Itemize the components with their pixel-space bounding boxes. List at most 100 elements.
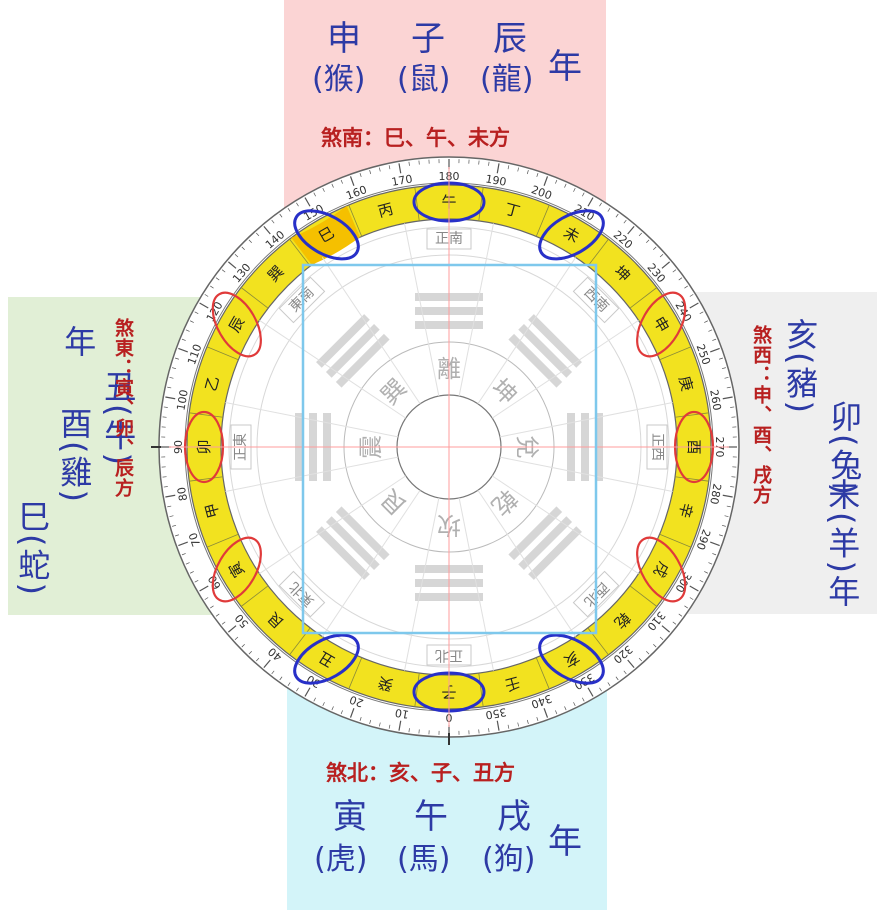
mountain-divider: [206, 346, 239, 361]
east-col-1: 巳(蛇): [13, 500, 52, 597]
degree-label: 10: [394, 706, 410, 721]
degree-tick: [672, 621, 677, 625]
degree-tick: [322, 702, 325, 707]
east-col-2-branch: 酉: [55, 407, 94, 441]
blue-mark-ellipse: [538, 633, 605, 685]
degree-tick: [564, 183, 567, 188]
south-sha-label: 煞南：巳、午、未方: [321, 126, 510, 150]
mountain-divider: [206, 533, 239, 548]
degree-tick: [712, 553, 717, 556]
degree-tick: [287, 682, 291, 686]
west-col-2-branch: 卯: [825, 400, 864, 434]
degree-tick: [174, 357, 180, 360]
degree-tick: [659, 636, 664, 640]
degree-tick: [496, 720, 500, 731]
degree-tick: [172, 367, 177, 370]
red-mark-ellipse: [211, 291, 262, 358]
east-col-1-branch: 巳: [13, 500, 52, 534]
degree-tick: [185, 562, 190, 565]
degree-tick: [178, 347, 188, 353]
north-animal-2: (馬): [397, 842, 451, 877]
degree-tick: [689, 597, 694, 600]
degree-tick: [623, 219, 627, 224]
degree-tick: [712, 338, 717, 341]
degree-tick: [378, 167, 381, 172]
degree-tick: [349, 176, 355, 186]
degree-tick: [169, 515, 174, 518]
degree-tick: [172, 524, 177, 527]
east-col-3-animal: (牛): [99, 404, 138, 467]
degree-tick: [279, 676, 283, 681]
degree-label: 20: [348, 693, 366, 710]
degree-tick: [174, 534, 180, 537]
north-branch-1: 寅: [333, 797, 367, 837]
east-col-2: 酉(雞): [55, 407, 94, 504]
degree-tick: [587, 197, 594, 207]
degree-tick: [204, 597, 209, 600]
mountain-divider: [674, 412, 709, 418]
trigram-bar: [316, 314, 370, 368]
degree-label: 280: [707, 483, 723, 506]
degree-tick: [623, 670, 627, 675]
west-year: 年: [823, 574, 862, 609]
degree-tick: [189, 320, 194, 323]
degree-tick: [724, 515, 729, 518]
radial-guide: [321, 489, 421, 637]
west-col-3-animal: (羊): [823, 512, 862, 575]
degree-tick: [215, 277, 220, 281]
degree-tick: [194, 311, 199, 314]
west-col-1-branch: 亥: [781, 318, 820, 352]
south-animal-2: (鼠): [397, 62, 451, 97]
degree-tick: [708, 329, 713, 332]
degree-label: 60: [206, 573, 224, 592]
degree-tick: [507, 724, 510, 729]
degree-tick: [178, 541, 188, 547]
degree-tick: [408, 728, 410, 733]
degree-tick: [646, 651, 650, 655]
north-branch-3: 戌: [497, 797, 531, 837]
north-animal-3: (狗): [482, 842, 536, 877]
degree-tick: [599, 687, 602, 692]
degree-tick: [234, 636, 239, 640]
red-mark-ellipse: [636, 291, 687, 358]
radial-guide: [225, 402, 399, 438]
mountain-divider: [674, 476, 709, 482]
mountain-label: 癸: [376, 673, 395, 694]
mountain-divider: [629, 287, 658, 309]
frame-square: [301, 263, 598, 635]
highlight-sector: [291, 205, 360, 265]
degree-tick: [555, 710, 558, 715]
radial-guide: [259, 475, 407, 575]
degree-tick: [256, 657, 260, 662]
mountain-divider: [535, 657, 550, 690]
mountain-label: 丙: [376, 200, 395, 221]
mountain-label: 甲: [202, 501, 223, 520]
degree-tick: [699, 311, 704, 314]
trigram-bar: [518, 516, 573, 571]
degree-tick: [661, 625, 671, 633]
south-branch-2: 子: [411, 19, 445, 59]
mountain-divider: [478, 187, 484, 222]
degree-tick: [708, 562, 713, 565]
degree-tick: [398, 163, 402, 174]
north-branch-2: 午: [414, 797, 448, 837]
mountain-label: 庚: [675, 374, 696, 393]
degree-tick: [684, 285, 688, 289]
degree-tick: [199, 302, 209, 309]
degree-tick: [163, 486, 168, 488]
degree-tick: [678, 277, 683, 281]
degree-tick: [536, 172, 539, 178]
degree-tick: [359, 172, 362, 178]
degree-tick: [704, 571, 709, 574]
degree-tick: [543, 708, 549, 718]
degree-tick: [189, 571, 194, 574]
degree-tick: [615, 213, 619, 218]
north-year: 年: [548, 822, 582, 862]
degree-tick: [241, 246, 245, 250]
west-col-3: 未(羊)年: [823, 478, 862, 609]
trigram-bar: [325, 516, 380, 571]
degree-tick: [359, 716, 362, 722]
degree-tick: [721, 524, 726, 527]
degree-tick: [169, 376, 174, 379]
east-col-3-year: 年: [59, 325, 98, 359]
